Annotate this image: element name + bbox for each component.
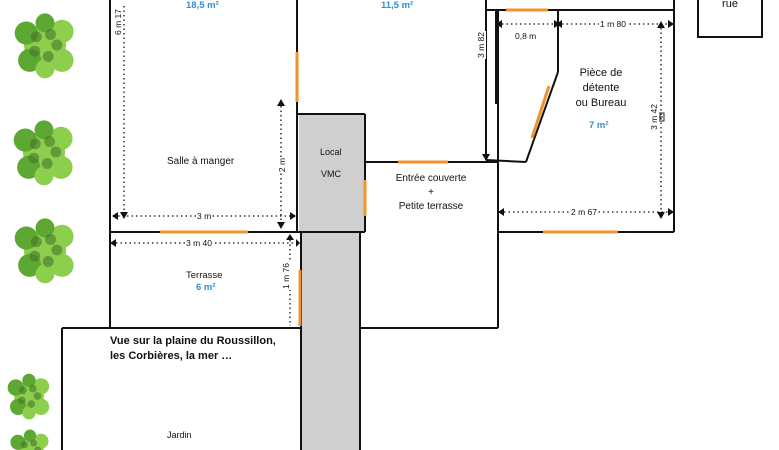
dim-2m: 2 m (277, 156, 288, 174)
walkway-gray (302, 232, 359, 450)
salle-a-manger-label: Salle à manger (167, 156, 235, 167)
dim-3m: 3 m (196, 211, 213, 221)
entree-line3: Petite terrasse (398, 201, 464, 212)
walls (61, 0, 675, 450)
openings (160, 8, 618, 326)
jardin-label: Jardin (167, 430, 192, 440)
tree-icon (14, 13, 74, 79)
entree-line2: + (428, 187, 434, 198)
view-note-line2: les Corbières, la mer … (110, 350, 233, 362)
view-note-line1: Vue sur la plaine du Roussillon, (110, 335, 276, 347)
view-note: Vue sur la plaine du Roussillon, les Cor… (110, 334, 276, 364)
detente-area: 7 m² (589, 120, 609, 131)
tree-icon (13, 120, 73, 186)
entree-label: Entrée couverte + Petite terrasse (376, 172, 486, 214)
terrasse-label: Terrasse (186, 270, 223, 281)
tree-icon (7, 373, 50, 420)
top-mid-room-area: 11,5 m² (381, 0, 414, 11)
top-left-room-area: 18,5 m² (186, 0, 219, 11)
tree-icon (14, 218, 74, 284)
terrasse-area: 6 m² (196, 282, 216, 293)
dim-3m40: 3 m 40 (185, 238, 213, 248)
detente-line3: ou Bureau (575, 97, 627, 109)
rue-label: rue (722, 0, 738, 10)
trees (7, 13, 74, 450)
dim-0m8: 0,8 m (514, 31, 538, 41)
tree-icon (10, 429, 49, 450)
dim-2m67: 2 m 67 (570, 207, 598, 217)
entree-line1: Entrée couverte (395, 173, 467, 184)
rue-box: rue (697, 0, 763, 38)
vmc-label: VMC (321, 169, 341, 179)
dim-3m42: 3 m 42 (649, 103, 659, 131)
detente-line2: détente (582, 82, 620, 94)
detente-line1: Pièce de (579, 67, 623, 79)
dim-1m80: 1 m 80 (599, 19, 627, 29)
corridor-gray (299, 114, 364, 232)
detente-label: Pièce de détente ou Bureau (560, 66, 642, 111)
dim-3m82: 3 m 82 (476, 31, 486, 59)
dim-1m76: 1 m 76 (281, 262, 291, 290)
dimension-arrows (110, 20, 674, 247)
local-label: Local (320, 147, 342, 157)
dim-6m17: 6 m 17 (113, 8, 123, 36)
